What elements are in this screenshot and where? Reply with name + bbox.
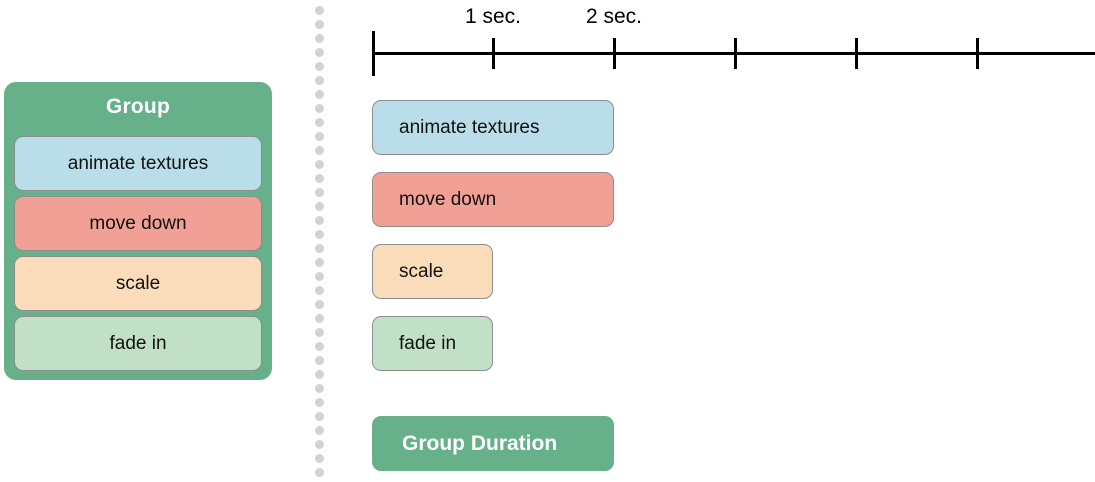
divider-dot [315, 6, 324, 15]
timeline-bar[interactable]: animate textures [372, 100, 614, 155]
divider-dot [315, 20, 324, 29]
divider-dot [315, 188, 324, 197]
group-panel[interactable]: Group animate textures move down scale fade… [4, 82, 272, 380]
timeline-bar[interactable]: fade in [372, 316, 493, 371]
timeline-axis-line [372, 52, 1095, 55]
divider-dot [315, 174, 324, 183]
divider-dot [315, 104, 324, 113]
timeline-bar[interactable]: move down [372, 172, 614, 227]
group-duration-bar[interactable]: Group Duration [372, 416, 614, 471]
divider-dot [315, 426, 324, 435]
divider-dot [315, 342, 324, 351]
divider-dot [315, 314, 324, 323]
divider-dot [315, 468, 324, 477]
timeline-bar-label: fade in [399, 332, 457, 354]
ruler-tick [613, 38, 616, 69]
divider-dot [315, 440, 324, 449]
group-panel-title: Group [106, 95, 170, 118]
group-chip-label: move down [89, 212, 187, 234]
divider-dot [315, 90, 324, 99]
divider-dot [315, 454, 324, 463]
group-duration-bar-label: Group Duration [402, 431, 558, 455]
divider-dot [315, 398, 324, 407]
divider-dot [315, 328, 324, 337]
divider-dot [315, 146, 324, 155]
divider-dot [315, 34, 324, 43]
divider-dot [315, 370, 324, 379]
ruler-tick [734, 38, 737, 69]
divider-dot [315, 76, 324, 85]
group-chip[interactable]: scale [14, 256, 262, 311]
panel-divider [315, 0, 325, 482]
group-chip[interactable]: animate textures [14, 136, 262, 191]
divider-dot [315, 384, 324, 393]
group-chip[interactable]: fade in [14, 316, 262, 371]
group-chip-label: fade in [109, 332, 167, 354]
group-chip[interactable]: move down [14, 196, 262, 251]
divider-dot [315, 286, 324, 295]
divider-dot [315, 230, 324, 239]
divider-dot [315, 62, 324, 71]
divider-dot [315, 160, 324, 169]
divider-dot [315, 118, 324, 127]
divider-dot [315, 412, 324, 421]
divider-dot [315, 300, 324, 309]
timeline-bar-label: animate textures [399, 116, 540, 138]
ruler-tick [855, 38, 858, 69]
timeline-bar[interactable]: scale [372, 244, 493, 299]
group-chip-label: animate textures [67, 152, 209, 174]
divider-dot [315, 272, 324, 281]
ruler-tick [492, 38, 495, 69]
divider-dot [315, 258, 324, 267]
timeline-bar-label: scale [399, 260, 444, 282]
divider-dot [315, 244, 324, 253]
group-panel-chip-list: animate textures move down scale fade in [14, 136, 262, 371]
ruler-tick-start [372, 31, 375, 76]
ruler-tick-label: 1 sec. [464, 5, 522, 28]
divider-dot [315, 132, 324, 141]
timeline-ruler: 1 sec. 2 sec. [372, 5, 1095, 76]
ruler-tick-label: 2 sec. [585, 5, 643, 28]
timeline-bar-label: move down [399, 188, 497, 210]
divider-dot [315, 356, 324, 365]
divider-dot [315, 48, 324, 57]
divider-dot [315, 216, 324, 225]
ruler-tick [976, 38, 979, 69]
group-chip-label: scale [115, 272, 161, 294]
divider-dot [315, 202, 324, 211]
